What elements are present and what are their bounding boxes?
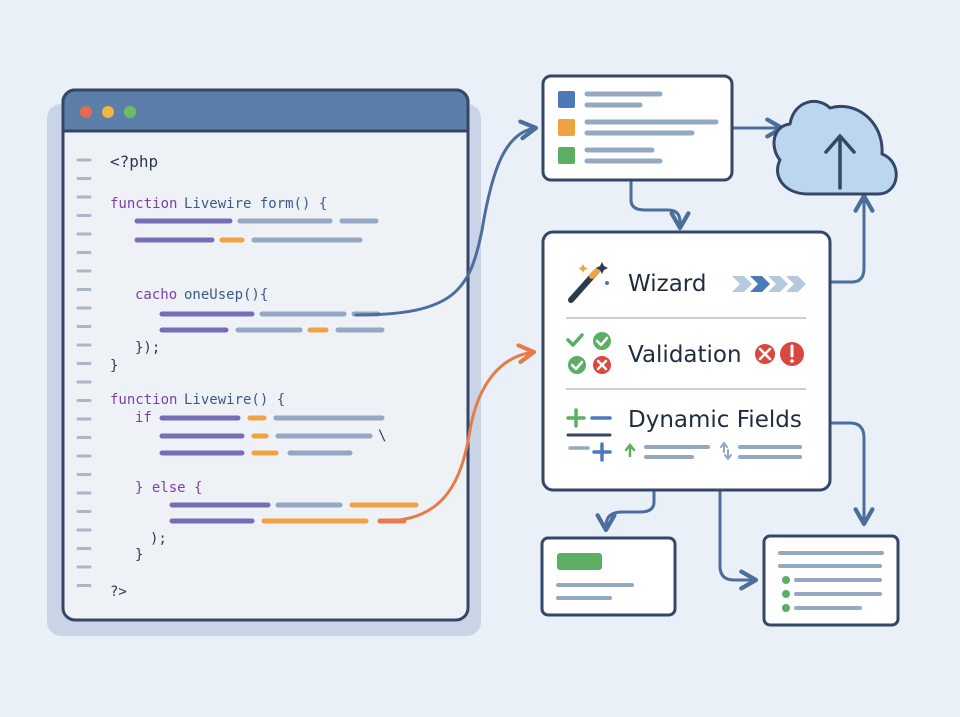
- keyword-if: if: [135, 410, 152, 426]
- green-square: [558, 147, 575, 164]
- code-placeholder-bars: [134, 218, 419, 524]
- code-close-brace: }: [110, 358, 118, 374]
- keyword-cacho: cacho: [135, 287, 177, 303]
- feature-panel: Wizard Validation: [541, 230, 832, 492]
- dynamic-fields-details: [624, 441, 802, 461]
- plus-minus-icon: [566, 408, 612, 462]
- editor-titlebar: [61, 88, 470, 133]
- magic-wand-icon: [568, 262, 609, 303]
- arrow-panel-to-list-2: [718, 488, 759, 591]
- code-open-tag: <?php: [110, 152, 158, 171]
- line-gutter: [76, 158, 92, 587]
- code-else: } else {: [135, 480, 202, 496]
- orange-square: [558, 119, 575, 136]
- arrow-code-to-config: [354, 119, 539, 317]
- green-button-shape: [557, 553, 602, 570]
- close-window-button[interactable]: [80, 106, 92, 118]
- code-close-tag: ?>: [110, 584, 127, 600]
- blue-square: [558, 91, 575, 108]
- code-function-1: function Livewire form() {: [110, 196, 327, 212]
- config-card: [541, 74, 734, 182]
- arrow-panel-to-list: [828, 421, 875, 527]
- arrow-code-to-validation: [382, 343, 537, 523]
- error-icons: [755, 342, 804, 366]
- minimize-window-button[interactable]: [102, 106, 114, 118]
- keyword-function: function: [110, 196, 177, 212]
- method-call: oneUsep(){: [184, 287, 268, 303]
- code-function-2: function Livewire() {: [110, 392, 285, 408]
- code-cacho-line: cacho oneUsep(){: [135, 287, 268, 303]
- validation-label: Validation: [628, 342, 742, 368]
- maximize-window-button[interactable]: [124, 106, 136, 118]
- code-close-brace-2: }: [135, 547, 143, 563]
- cloud-upload-icon: [772, 99, 898, 196]
- check-circles-icon: [566, 332, 611, 374]
- function-name-2: Livewire() {: [184, 392, 285, 408]
- form-card: [540, 536, 677, 617]
- progress-chevrons: [732, 276, 806, 292]
- wizard-label: Wizard: [628, 271, 706, 297]
- arrow-panel-to-form: [595, 488, 656, 533]
- code-editor-window: <?php function Livewire form() { cacho o…: [47, 88, 481, 636]
- arrow-panel-to-cloud: [828, 193, 875, 284]
- function-name: Livewire form() {: [184, 196, 327, 212]
- keyword-function-2: function: [110, 392, 177, 408]
- dynamic-fields-label: Dynamic Fields: [628, 407, 802, 433]
- list-card: [762, 534, 900, 627]
- arrow-config-to-panel: [629, 178, 691, 231]
- code-close-paren: });: [135, 340, 160, 356]
- code-close-paren-2: );: [150, 531, 167, 547]
- connector-arrows: [354, 117, 875, 591]
- code-backslash: \: [378, 428, 386, 444]
